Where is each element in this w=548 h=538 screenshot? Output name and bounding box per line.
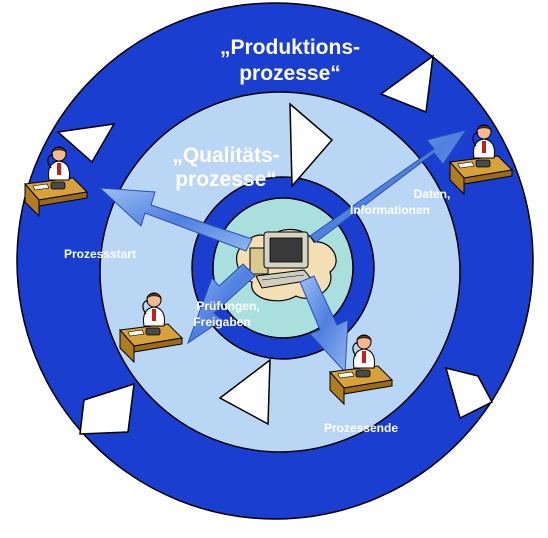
arrow-process-end [299,275,349,374]
outer-ring-title-line2: prozesse“ [239,62,341,85]
arrow-process-start [98,187,253,252]
outer-rotation-arrow [79,382,135,435]
arrow-data-information [309,129,468,243]
outer-rotation-arrow [444,366,494,420]
computer-icon [249,231,313,289]
label-data-line1: Daten, [414,187,451,201]
label-checks-line2: Freigaben [193,315,250,329]
middle-ring-title-line2: prozesse“ [175,168,277,191]
middle-rotation-arrow [218,358,271,426]
outer-rotation-arrow [379,54,434,114]
label-process-end: Prozessende [324,421,398,435]
middle-rotation-arrow [289,102,334,188]
label-checks-line1: Prüfungen, [196,299,259,313]
arrow-checks-approvals [186,263,256,345]
outer-ring-title-line1: „Produktions- [220,36,360,59]
outer-rotation-arrow [56,123,116,164]
label-process-start: Prozessstart [64,247,136,261]
label-data-line2: Informationen [350,203,430,217]
middle-ring-title-line1: „Qualitäts- [172,144,279,167]
